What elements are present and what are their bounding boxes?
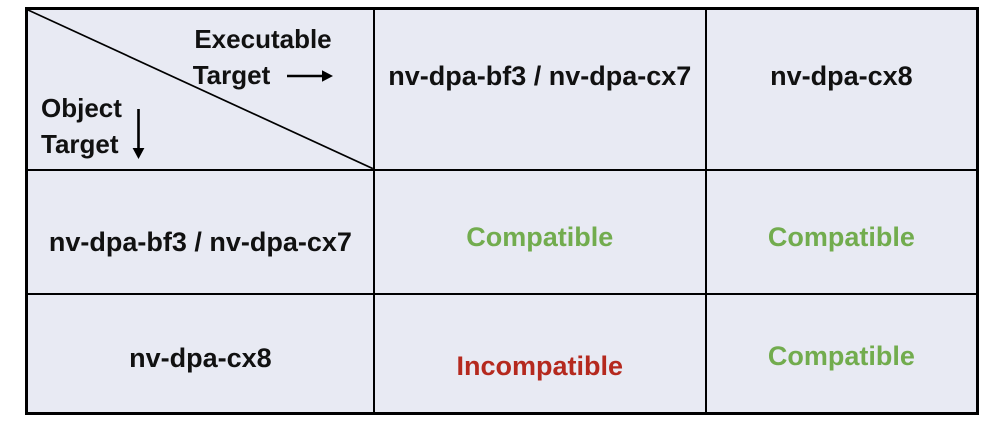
column-axis-label-line2: Target xyxy=(192,59,271,90)
right-arrow-icon xyxy=(287,70,334,82)
column-header-cx8: nv-dpa-cx8 xyxy=(706,10,976,171)
matrix-cell-r1c2: Compatible xyxy=(706,170,976,295)
row-axis-label: Object Target xyxy=(41,91,122,163)
row-axis-label-line2: Target xyxy=(41,128,119,159)
corner-header-cell: Executable Target Object Target xyxy=(28,10,375,171)
matrix-cell-r1c1: Compatible xyxy=(374,170,707,295)
matrix-cell-r2c1: Incompatible xyxy=(374,294,707,412)
column-header-bf3-cx7: nv-dpa-bf3 / nv-dpa-cx7 xyxy=(374,10,707,171)
row-header-cx8: nv-dpa-cx8 xyxy=(28,294,375,412)
down-arrow-icon xyxy=(132,108,145,159)
column-axis-label: Executable Target xyxy=(158,22,368,94)
row-header-bf3-cx7: nv-dpa-bf3 / nv-dpa-cx7 xyxy=(28,170,375,295)
matrix-cell-r2c2: Compatible xyxy=(706,294,976,412)
compatibility-table: Executable Target Object Target xyxy=(25,7,979,415)
row-axis-label-line1: Object xyxy=(41,92,122,123)
column-axis-label-line1: Executable xyxy=(194,24,332,54)
diagonal-divider-line xyxy=(28,10,373,169)
